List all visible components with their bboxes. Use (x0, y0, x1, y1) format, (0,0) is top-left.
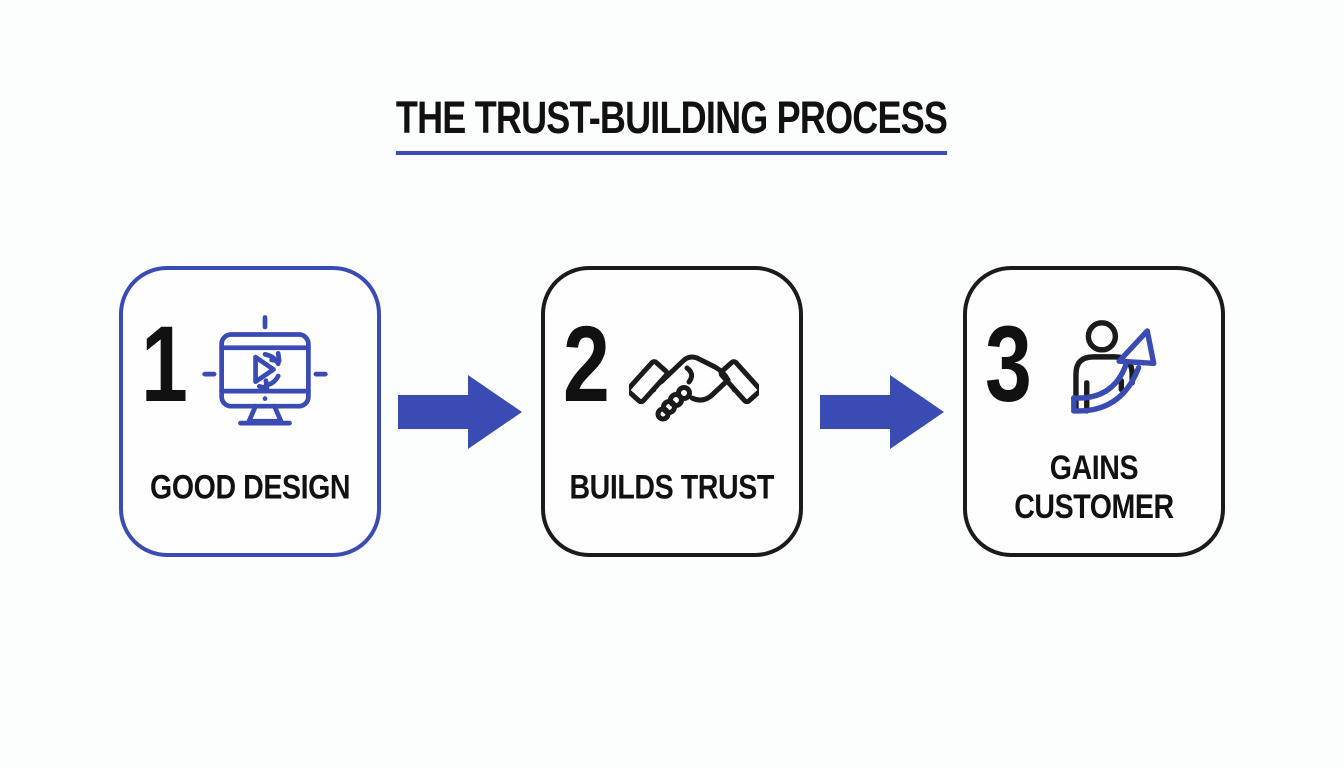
page-title: THE TRUST-BUILDING PROCESS (396, 92, 948, 155)
handshake-icon (629, 330, 759, 430)
step-label: GAINS CUSTOMER (1014, 449, 1174, 526)
design-monitor-icon (199, 310, 331, 442)
step-number: 2 (563, 303, 610, 424)
step-card-good-design: 1 GOOD DESIGN (119, 266, 381, 557)
step-card-builds-trust: 2 BUILDS TRUST (541, 266, 803, 557)
arrow-right-icon (398, 372, 524, 452)
step-label: BUILDS TRUST (569, 468, 775, 507)
step-label: GOOD DESIGN (149, 468, 351, 507)
title-area: THE TRUST-BUILDING PROCESS (0, 0, 1344, 155)
arrow-right-icon (820, 372, 946, 452)
step-number: 3 (985, 303, 1032, 424)
process-flow: 1 GOOD DESIGN (0, 266, 1344, 557)
customer-growth-icon (1063, 318, 1171, 426)
step-card-gains-customer: 3 GAI (963, 266, 1225, 557)
step-number: 1 (141, 303, 188, 424)
